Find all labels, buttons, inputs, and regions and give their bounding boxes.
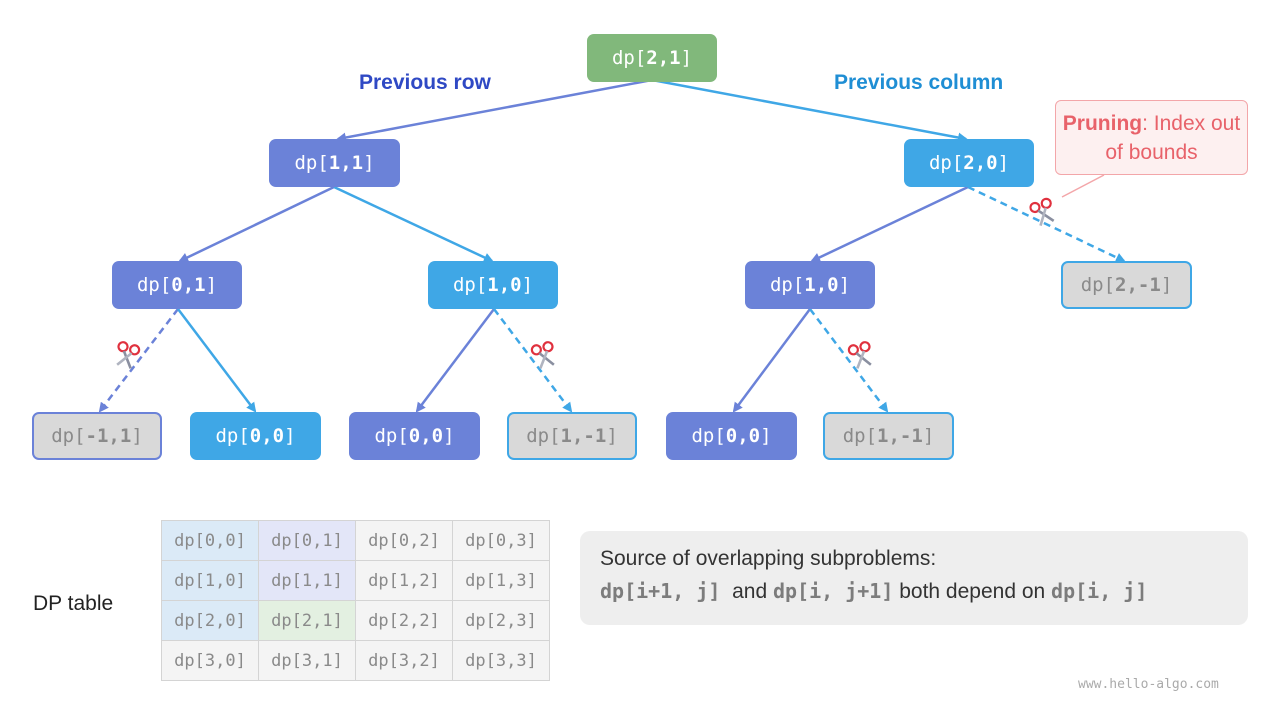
tree-node-pruned: dp[2,-1]: [1061, 261, 1192, 309]
table-row: dp[2,0] dp[2,1] dp[2,2] dp[2,3]: [161, 600, 550, 641]
table-cell: dp[2,1]: [258, 600, 356, 641]
note-pointer: [1061, 174, 1105, 198]
edge-root-to-col: [651, 78, 968, 143]
table-row: dp[0,0] dp[0,1] dp[0,2] dp[0,3]: [161, 520, 550, 561]
info-line-2: dp[i+1, j] and dp[i, j+1] both depend on…: [600, 579, 1148, 603]
table-row: dp[1,0] dp[1,1] dp[1,2] dp[1,3]: [161, 560, 550, 601]
tree-node: dp[2,0]: [904, 139, 1034, 187]
overlap-info-box: Source of overlapping subproblems: dp[i+…: [580, 531, 1248, 625]
tree-node: dp[1,0]: [745, 261, 875, 309]
tree-node: dp[1,0]: [428, 261, 558, 309]
previous-row-label: Previous row: [359, 71, 491, 94]
edge-01-to-00: [177, 308, 257, 413]
dp-table-label: DP table: [33, 592, 114, 615]
edge-11-to-01: [178, 185, 335, 263]
table-row: dp[3,0] dp[3,1] dp[3,2] dp[3,3]: [161, 640, 550, 681]
expr-dp-i-j-plus-1: dp[i, j+1]: [772, 579, 894, 603]
tree-node-pruned: dp[1,-1]: [507, 412, 637, 460]
scissors-icon: [846, 339, 876, 371]
edge-10a-to-00: [415, 308, 495, 413]
scissors-icon: [1027, 196, 1059, 229]
expr-dp-i-j: dp[i, j]: [1051, 579, 1148, 603]
edge-20-to-10: [810, 185, 969, 263]
edge-11-to-10: [333, 185, 494, 263]
table-cell: dp[0,2]: [355, 520, 453, 561]
edge-20-to-2m1: [967, 185, 1126, 263]
tree-node-root: dp[2,1]: [587, 34, 717, 82]
edge-01-to-m11: [98, 308, 179, 413]
table-cell: dp[1,2]: [355, 560, 453, 601]
table-cell: dp[2,2]: [355, 600, 453, 641]
edge-10a-to-1m1: [493, 308, 573, 413]
table-cell: dp[0,3]: [452, 520, 550, 561]
table-cell: dp[3,0]: [161, 640, 259, 681]
table-cell: dp[2,0]: [161, 600, 259, 641]
tree-node: dp[0,0]: [666, 412, 797, 460]
table-cell: dp[0,1]: [258, 520, 356, 561]
previous-column-label: Previous column: [834, 71, 1004, 94]
edge-10b-to-1m1: [809, 308, 889, 413]
dp-table: dp[0,0] dp[0,1] dp[0,2] dp[0,3] dp[1,0] …: [161, 520, 550, 681]
pruning-note-title: Pruning: [1062, 112, 1143, 135]
scissors-icon: [529, 339, 559, 371]
table-cell: dp[0,0]: [161, 520, 259, 561]
scissors-icon: [112, 339, 142, 371]
pruning-note: Pruning: Index out of bounds: [1055, 100, 1248, 175]
edge-10b-to-00: [732, 308, 812, 413]
tree-node: dp[0,0]: [190, 412, 321, 460]
watermark: www.hello-algo.com: [1078, 677, 1219, 692]
table-cell: dp[3,3]: [452, 640, 550, 681]
pruning-note-text: : Index out of bounds: [1105, 112, 1241, 164]
table-cell: dp[1,0]: [161, 560, 259, 601]
table-cell: dp[3,2]: [355, 640, 453, 681]
tree-node: dp[0,0]: [349, 412, 480, 460]
table-cell: dp[2,3]: [452, 600, 550, 641]
info-line-1: Source of overlapping subproblems:: [600, 547, 937, 570]
tree-node: dp[1,1]: [269, 139, 400, 187]
tree-node-pruned: dp[-1,1]: [32, 412, 162, 460]
table-cell: dp[1,3]: [452, 560, 550, 601]
table-cell: dp[3,1]: [258, 640, 356, 681]
tree-node-pruned: dp[1,-1]: [823, 412, 954, 460]
tree-node: dp[0,1]: [112, 261, 242, 309]
expr-dp-i-plus-1-j: dp[i+1, j]: [600, 579, 721, 603]
table-cell: dp[1,1]: [258, 560, 356, 601]
edge-root-to-row: [336, 78, 653, 143]
